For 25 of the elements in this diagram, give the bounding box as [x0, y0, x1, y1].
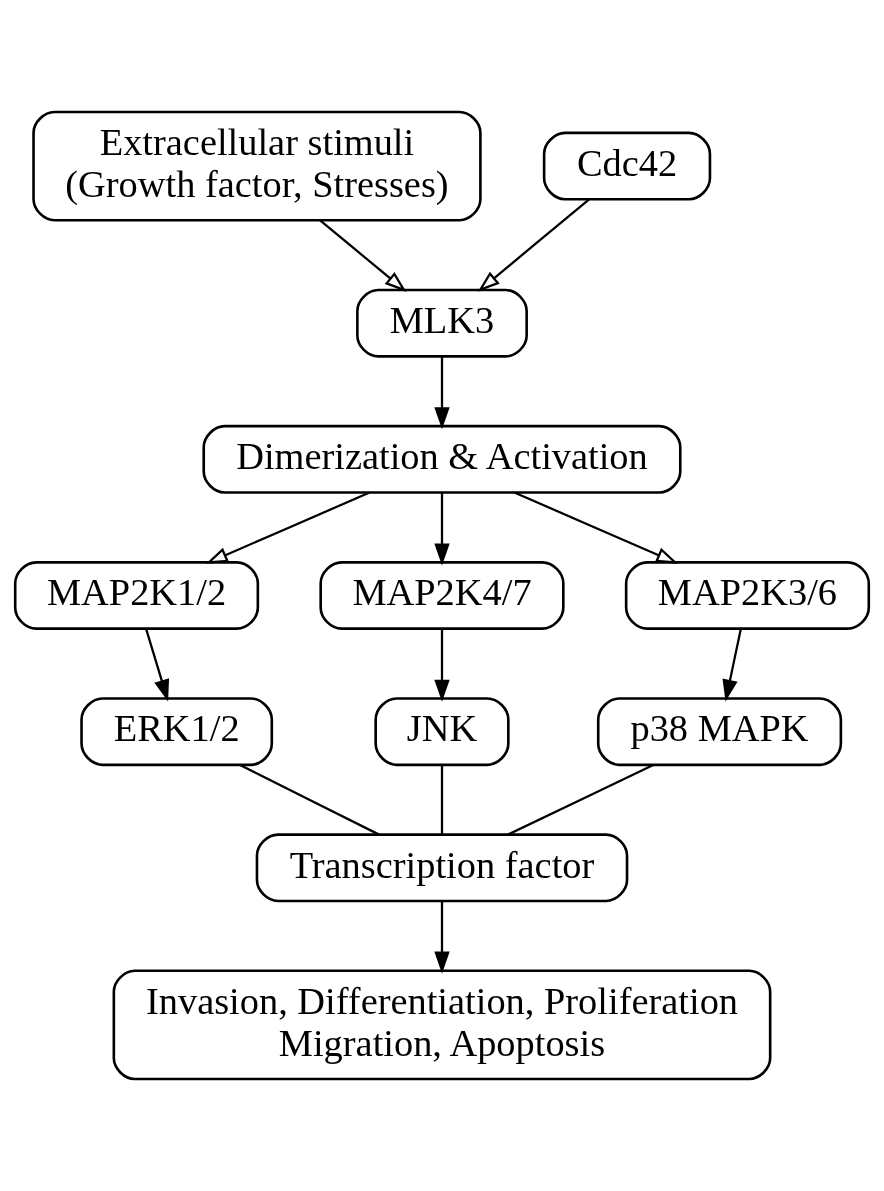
node-box: JNK	[374, 697, 510, 767]
arrow	[144, 628, 170, 702]
arrow	[434, 901, 450, 974]
node-box: MAP2K1/2	[13, 561, 260, 630]
node-box: Cdc42	[542, 131, 712, 201]
arrow	[434, 492, 450, 566]
node-box: ERK1/2	[80, 697, 274, 767]
node-box: MAP2K4/7	[319, 561, 565, 630]
node-box: Invasion, Differentiation, Proliferation Migration, Apoptosis	[112, 969, 772, 1081]
arrow	[722, 628, 742, 702]
arrow	[205, 491, 371, 564]
connector	[440, 764, 444, 835]
arrow	[319, 219, 407, 293]
node-box: Transcription factor	[255, 833, 629, 903]
node-box: Extracellular stimuli (Growth factor, Stresses)	[32, 110, 482, 222]
arrow	[477, 198, 590, 292]
arrow	[434, 356, 450, 430]
node-box: MAP2K3/6	[624, 561, 871, 630]
node-box: MLK3	[356, 288, 528, 358]
connector	[239, 763, 380, 836]
arrow	[513, 491, 679, 564]
node-box: p38 MAPK	[596, 697, 843, 767]
node-box: Dimerization & Activation	[202, 424, 682, 494]
connector	[507, 763, 655, 836]
arrow	[434, 628, 450, 702]
